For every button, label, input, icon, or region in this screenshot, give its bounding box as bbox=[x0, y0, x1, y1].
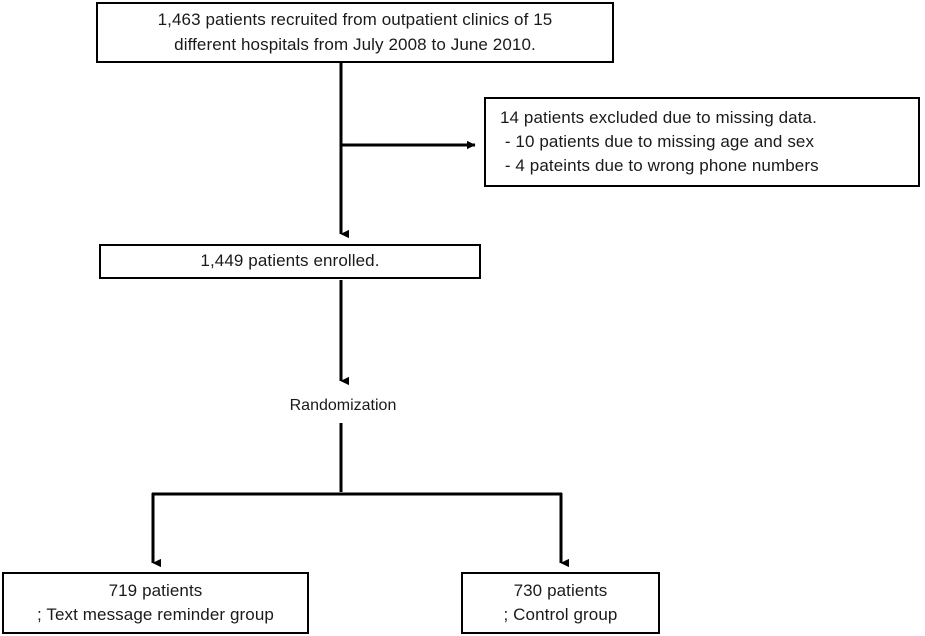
node-recruited: 1,463 patients recruited from outpatient… bbox=[96, 2, 614, 63]
node-recruited-line-1: 1,463 patients recruited from outpatient… bbox=[157, 10, 553, 30]
node-control-group: 730 patients ; Control group bbox=[461, 572, 660, 634]
node-excluded-line-1: 14 patients excluded due to missing data… bbox=[500, 107, 817, 127]
node-intervention-group: 719 patients ; Text message reminder gro… bbox=[2, 572, 309, 634]
node-enrolled-line-1: 1,449 patients enrolled. bbox=[200, 251, 380, 271]
node-enrolled: 1,449 patients enrolled. bbox=[99, 244, 481, 279]
node-control-line-2: ; Control group bbox=[503, 605, 618, 624]
node-excluded-line-3: - 4 pateints due to wrong phone numbers bbox=[500, 156, 819, 176]
node-intervention-line-2: ; Text message reminder group bbox=[37, 605, 274, 624]
node-excluded-line-2: - 10 patients due to missing age and sex bbox=[500, 131, 815, 151]
node-excluded: 14 patients excluded due to missing data… bbox=[484, 97, 920, 187]
node-randomization-label: Randomization bbox=[289, 397, 397, 414]
node-intervention-line-1: 719 patients bbox=[108, 580, 203, 600]
node-control-line-1: 730 patients bbox=[513, 580, 608, 600]
node-recruited-line-2: different hospitals from July 2008 to Ju… bbox=[174, 34, 536, 54]
